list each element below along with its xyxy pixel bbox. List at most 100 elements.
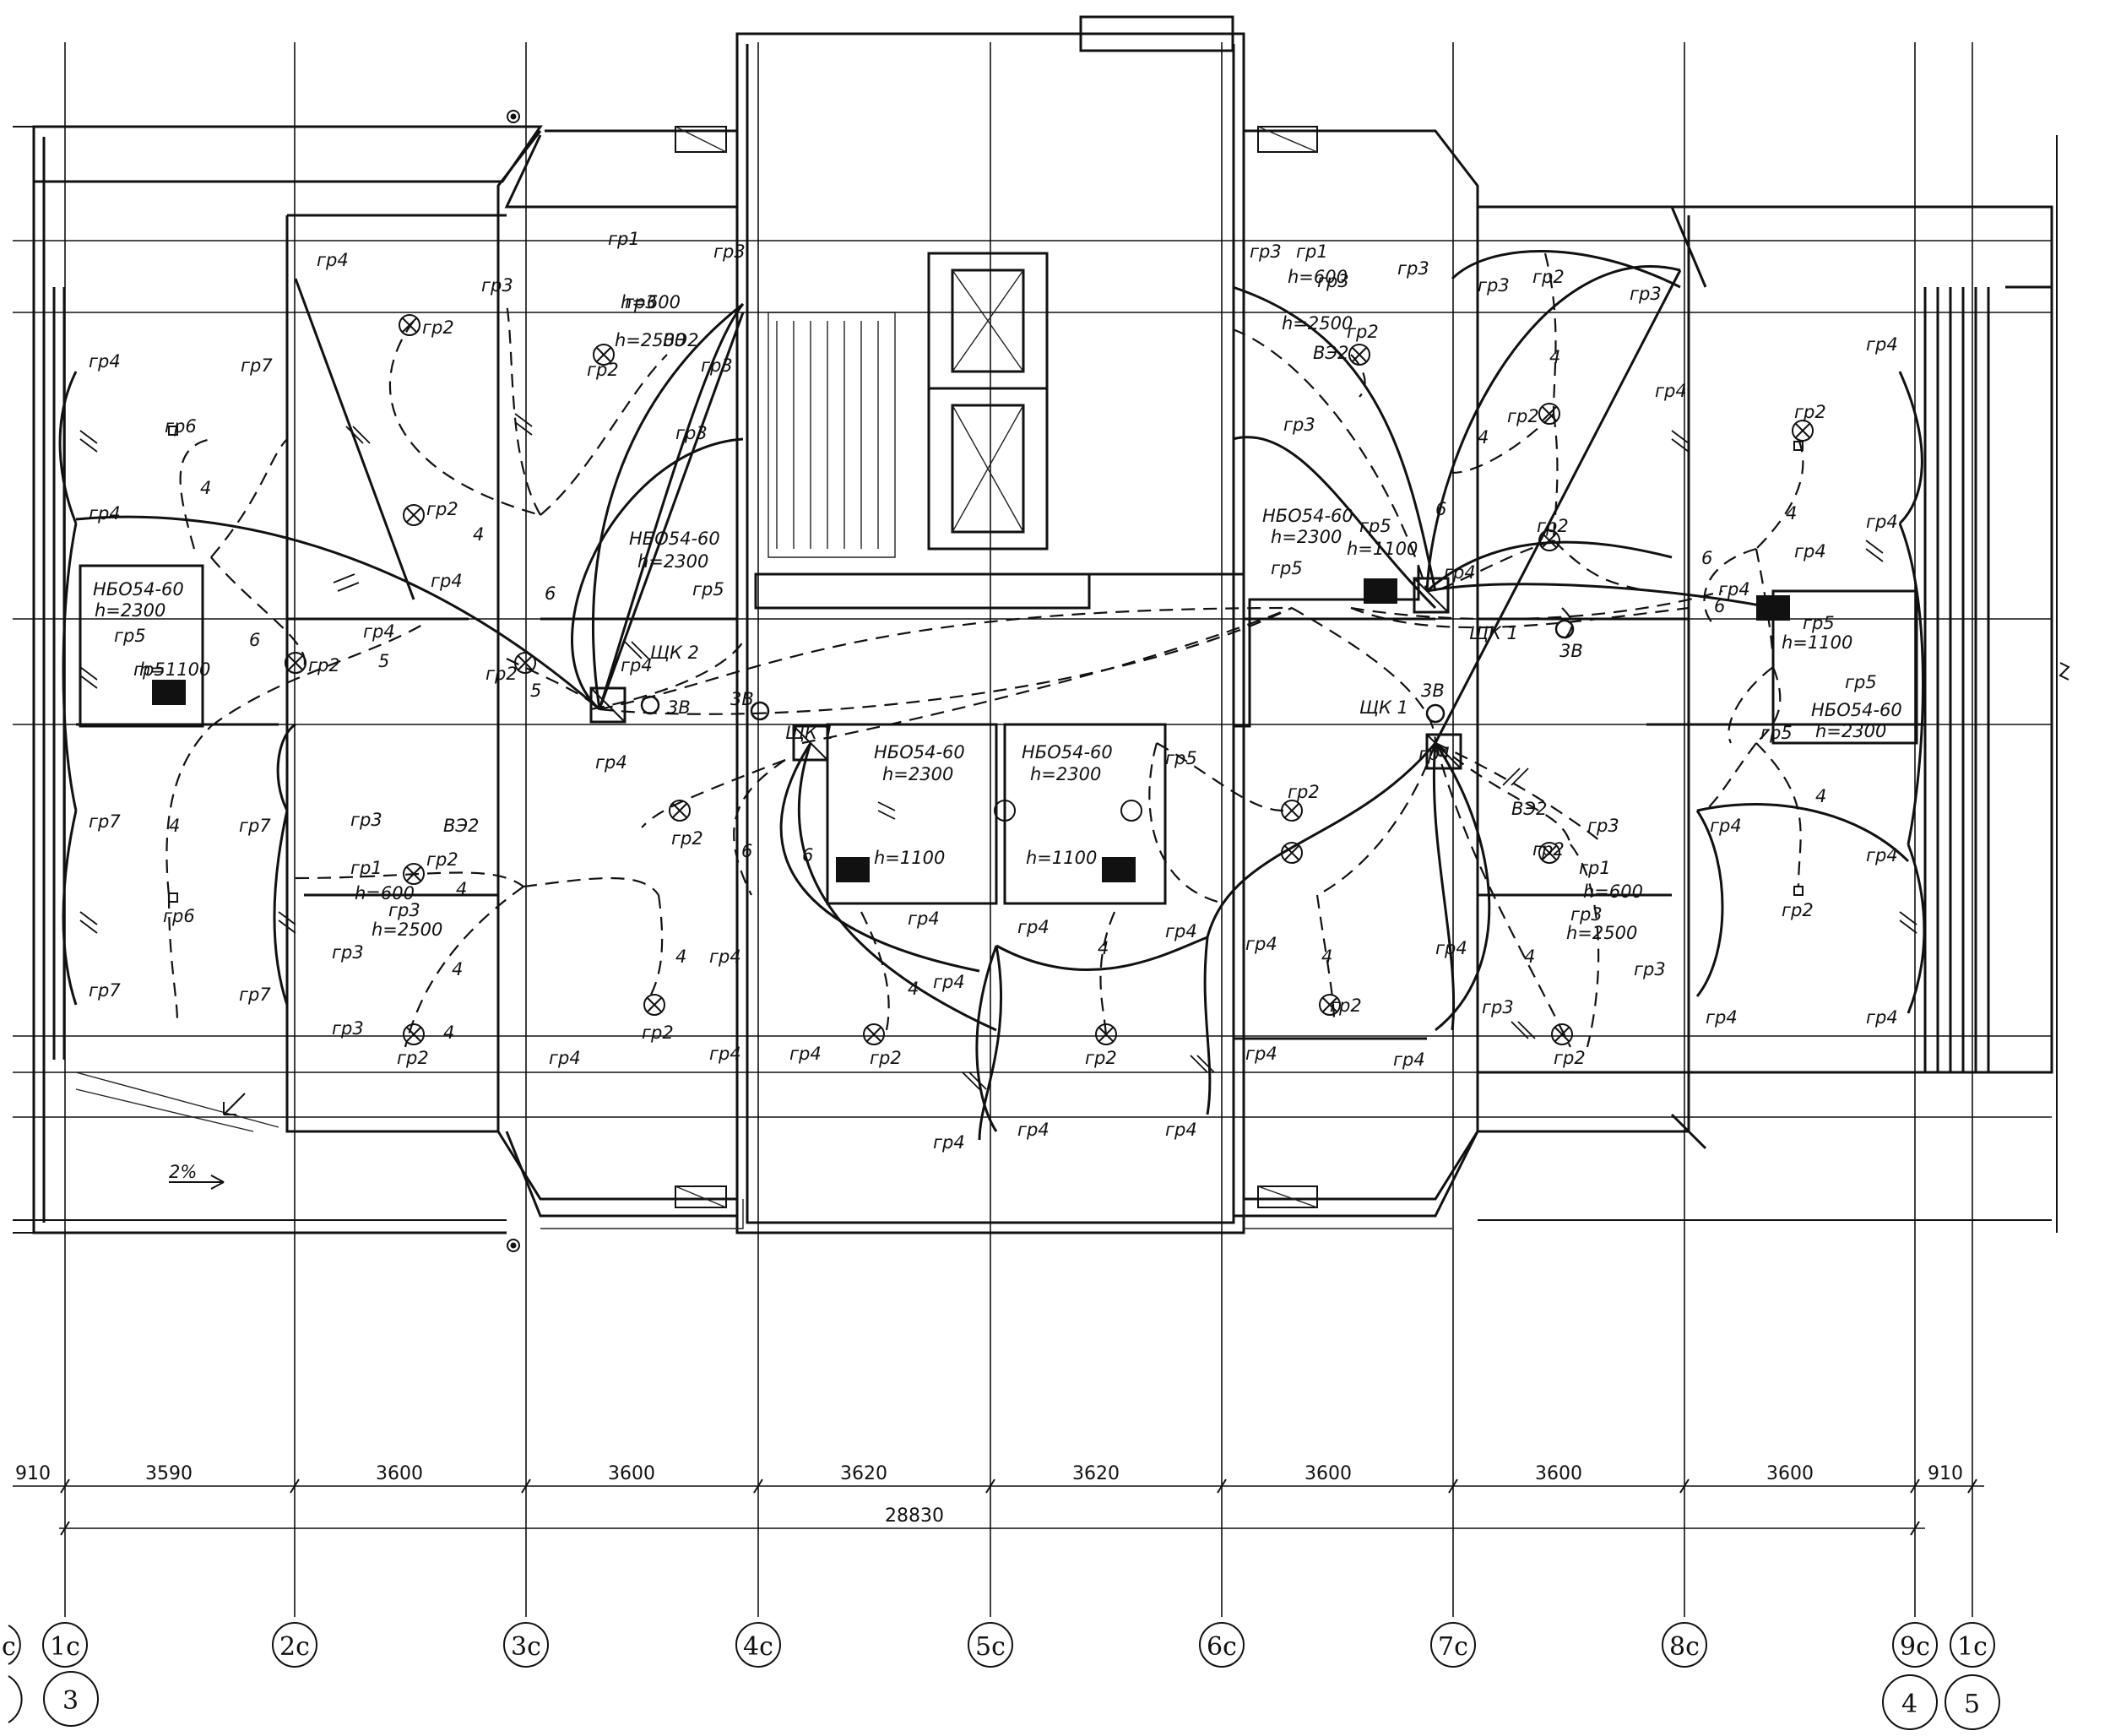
panel-label-shk1: ЩК 1 — [785, 723, 834, 743]
group-label: гр4 — [933, 972, 965, 992]
dim-segment: 3620 — [840, 1463, 887, 1484]
group-label: гр4 — [1393, 1050, 1425, 1070]
fixture-height: h=2500 — [1566, 923, 1637, 943]
lighting-wiring-dashed — [165, 252, 1804, 1048]
group-label: гр4 — [1245, 934, 1277, 954]
group-label: гр4 — [1418, 744, 1451, 764]
group-label: гр3 — [1317, 271, 1349, 291]
wire-code: ВЭ2 — [663, 330, 698, 350]
fixture-height: h=2500 — [1282, 313, 1353, 334]
axis-label: 5c — [975, 1632, 1006, 1662]
wire-count: 6 — [249, 630, 260, 650]
panel-label-shk2: ЩК 2 — [650, 643, 699, 663]
group-label: гр5 — [1271, 558, 1303, 578]
group-label: гр5 — [1803, 613, 1835, 633]
group-label: гр6 — [163, 906, 195, 926]
group-label: гр4 — [1794, 541, 1826, 561]
axis-label: 4c — [743, 1632, 773, 1662]
fixture-height: h=2300 — [1815, 721, 1886, 741]
group-label: гр4 — [1017, 917, 1050, 937]
dim-total: 28830 — [885, 1505, 944, 1527]
group-label: гр4 — [1866, 334, 1898, 355]
group-label: гр4 — [709, 947, 741, 967]
break-line-icon — [2058, 662, 2070, 681]
group-label: гр1 — [1579, 858, 1611, 878]
wire-count: 5 — [378, 651, 389, 671]
group-label: гр2 — [671, 828, 703, 849]
switchboard-shk1-right[interactable] — [1413, 577, 1450, 614]
group-label: гр4 — [317, 250, 349, 270]
dimension-chain: 910 3590 3600 3600 3620 3620 3600 3600 3… — [13, 1463, 1984, 1536]
group-label: гр3 — [1587, 816, 1619, 836]
building-walls — [13, 15, 2058, 1234]
arrow-icon — [223, 1093, 246, 1115]
group-label: гр3 — [1630, 284, 1662, 304]
bell-buttons — [640, 619, 1575, 724]
group-label: гр2 — [422, 317, 454, 338]
group-label: гр5 — [1165, 748, 1197, 768]
fixture-height: h=2300 — [95, 600, 165, 621]
switchboard-shk2[interactable] — [589, 686, 626, 724]
group-label: гр7 — [241, 355, 273, 376]
group-label: гр4 — [89, 351, 121, 372]
wire-count: 4 — [169, 816, 180, 836]
panel-label-zv: 3В — [1421, 681, 1445, 701]
wire-count: 4 — [1524, 947, 1535, 967]
group-label: гр2 — [485, 664, 518, 684]
group-label: гр4 — [431, 571, 463, 591]
wire-count: 4 — [452, 959, 463, 979]
group-label: гр3 — [1250, 241, 1282, 262]
fixture-height: h=2300 — [637, 551, 708, 572]
wire-count: 4 — [200, 478, 211, 498]
fixture-type: НБО54-60 — [629, 529, 720, 549]
wire-count: 5 — [530, 681, 541, 701]
axis-bubbles — [8, 1622, 2000, 1730]
wire-count: 4 — [908, 979, 919, 999]
group-label: гр1 — [608, 229, 640, 249]
fixture-height: h=600 — [1288, 267, 1348, 287]
group-label: гр2 — [397, 1048, 429, 1068]
fixture-height: h=1100 — [874, 848, 945, 868]
axis-label: 3 — [62, 1686, 79, 1716]
group-label: гр3 — [332, 942, 364, 963]
group-label: гр4 — [1165, 1120, 1197, 1140]
group-label: гр4 — [363, 621, 395, 642]
wire-tick-marks — [79, 413, 1917, 1090]
group-label: гр4 — [789, 1044, 822, 1064]
wire-count: 4 — [1098, 938, 1109, 958]
grid-lines-horizontal — [13, 240, 2052, 1118]
fixture-height: h=1100 — [1347, 539, 1418, 559]
group-label: гр2 — [642, 1023, 674, 1043]
wire-count: 4 — [1815, 786, 1826, 806]
group-label: гр4 — [621, 655, 653, 675]
group-label: гр2 — [1532, 267, 1565, 287]
group-label: гр4 — [1017, 1120, 1050, 1140]
wire-count: 6 — [1701, 548, 1712, 568]
fixture-type: НБО54-60 — [93, 579, 184, 599]
switchboard-shk1-left[interactable] — [792, 724, 829, 762]
group-label: гр4 — [1245, 1044, 1277, 1064]
axis-label: 5 — [1964, 1690, 1980, 1719]
group-label: гр4 — [709, 1044, 741, 1064]
axis-label: 6c — [1207, 1632, 1237, 1662]
group-label: гр2 — [1537, 516, 1569, 536]
dim-segment: 3600 — [1766, 1463, 1814, 1484]
group-label: гр5 — [133, 659, 165, 680]
group-label: гр2 — [1532, 839, 1565, 860]
switchboard-shk1-center[interactable] — [1425, 733, 1462, 770]
dim-segment: 3590 — [145, 1463, 193, 1484]
wire-count: 6 — [1714, 596, 1725, 616]
group-label: гр7 — [89, 980, 121, 1001]
power-wiring-solid — [58, 250, 1926, 1141]
group-label: гр2 — [587, 360, 619, 380]
group-label: гр4 — [1706, 1007, 1738, 1028]
fixture-height: h=600 — [355, 883, 415, 903]
wire-count: 4 — [1549, 347, 1560, 367]
small-symbols — [168, 110, 1804, 1252]
group-label: гр3 — [1397, 258, 1429, 279]
wire-count-labels: 4 4 6 6 5 5 4 4 4 4 6 6 4 4 4 4 4 4 6 6 … — [169, 330, 1826, 1043]
fixture-type: НБО54-60 — [1811, 700, 1902, 720]
group-label: гр4 — [1165, 921, 1197, 941]
group-label: гр2 — [426, 499, 458, 519]
fixture-height: h=2300 — [1271, 527, 1342, 547]
